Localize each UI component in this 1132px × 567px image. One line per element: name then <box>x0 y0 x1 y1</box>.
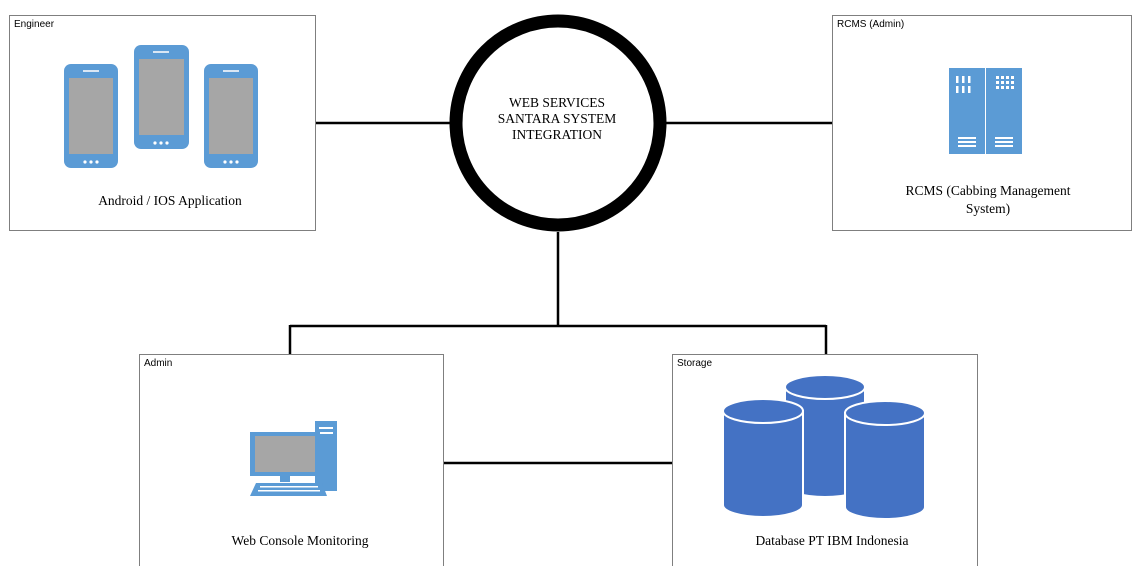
database-cylinders-icon <box>722 374 926 520</box>
rcms-caption: RCMS (Cabbing Management System) <box>833 182 1132 218</box>
db-cylinder-left <box>722 398 804 518</box>
computer-tower <box>315 421 337 491</box>
engineer-box: Engineer Android / IOS Application <box>9 15 316 231</box>
storage-caption: Database PT IBM Indonesia <box>755 533 909 548</box>
engineer-caption: Android / IOS Application <box>98 193 242 208</box>
phone-right-screen <box>209 78 253 154</box>
rcms-label: RCMS (Admin) <box>837 19 905 30</box>
engineer-label: Engineer <box>14 19 55 30</box>
admin-label: Admin <box>144 358 173 369</box>
desktop-computer-icon <box>250 421 337 496</box>
hub-title-line3: INTEGRATION <box>512 127 602 142</box>
mobile-phones-icon <box>64 45 258 168</box>
hub-title-line1: WEB SERVICES <box>508 95 606 110</box>
monitor-stand <box>280 476 290 482</box>
rcms-caption-line1: RCMS (Cabbing Management <box>905 183 1071 198</box>
hub-title-line2: SANTARA SYSTEM <box>497 111 617 126</box>
storage-label: Storage <box>677 358 713 369</box>
hub-title: WEB SERVICES SANTARA SYSTEM INTEGRATION <box>462 95 652 143</box>
storage-box: Storage Database PT IBM Indonesia <box>672 354 978 566</box>
phone-middle-screen <box>139 59 184 135</box>
computer-screen <box>255 436 315 472</box>
phone-left-screen <box>69 78 113 154</box>
phone-right-speaker <box>223 70 239 72</box>
db-cylinder-right <box>844 400 926 520</box>
admin-caption: Web Console Monitoring <box>231 533 369 548</box>
server-left-cabinet <box>949 68 985 154</box>
phone-left-speaker <box>83 70 99 72</box>
phone-middle-speaker <box>153 51 169 53</box>
rcms-caption-line2: System) <box>965 201 1011 216</box>
server-cabinet-icon <box>949 68 1022 154</box>
rcms-box: RCMS (Admin) RCMS (Cabbing Management Sy… <box>832 15 1132 231</box>
admin-box: Admin Web Console Monitoring <box>139 354 444 566</box>
